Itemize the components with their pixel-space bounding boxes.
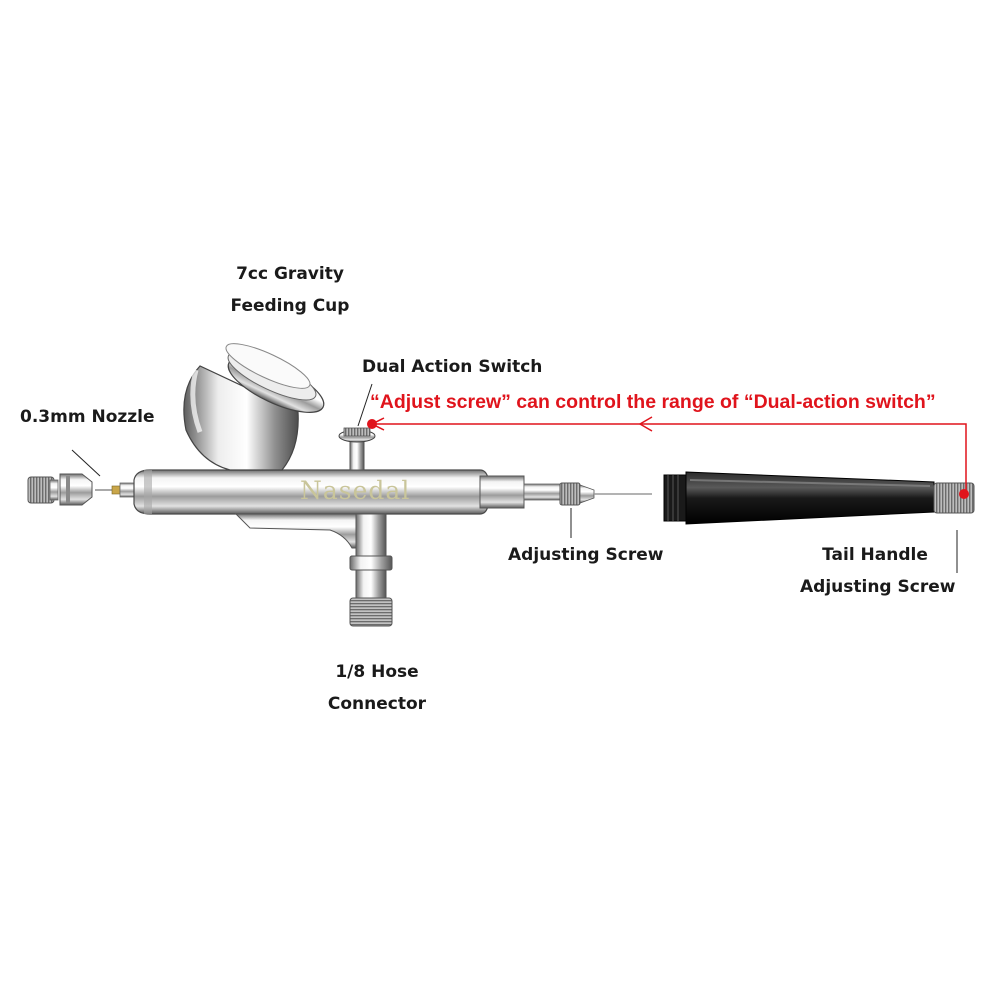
nozzle-leader-line — [71, 449, 101, 477]
dual-action-switch — [338, 427, 376, 471]
cup-label-line1: 7cc Gravity — [236, 264, 344, 284]
tail-handle-label: Tail Handle Adjusting Screw — [800, 539, 956, 603]
airbrush-body: Nasedal — [133, 469, 561, 515]
brand-watermark: Nasedal — [300, 476, 410, 505]
nozzle-label: 0.3mm Nozzle — [20, 407, 155, 427]
switch-label: Dual Action Switch — [362, 357, 543, 377]
tail-label-line1: Tail Handle — [822, 545, 928, 565]
tail-label-line2: Adjusting Screw — [800, 577, 956, 597]
hose-connector-part — [349, 513, 393, 627]
gravity-feeding-cup — [183, 343, 325, 471]
tail-handle — [663, 471, 975, 525]
trigger-guard — [234, 513, 373, 549]
cup-label-line2: Feeding Cup — [230, 296, 350, 316]
adjusting-screw-label: Adjusting Screw — [508, 545, 664, 565]
hose-connector-label: 1/8 Hose Connector — [322, 656, 432, 720]
needle-tip — [95, 482, 137, 498]
needle-adjusting-screw — [559, 482, 652, 506]
red-callout-arrow — [367, 416, 969, 499]
switch-leader-line — [357, 383, 373, 427]
hose-label-line2: Connector — [327, 694, 427, 714]
nozzle-cap — [27, 476, 59, 504]
cup-label: 7cc Gravity Feeding Cup — [225, 258, 355, 322]
adjust-screw-note: “Adjust screw” can control the range of … — [370, 391, 936, 413]
nozzle-head — [59, 473, 93, 506]
hose-label-line1: 1/8 Hose — [335, 662, 419, 682]
